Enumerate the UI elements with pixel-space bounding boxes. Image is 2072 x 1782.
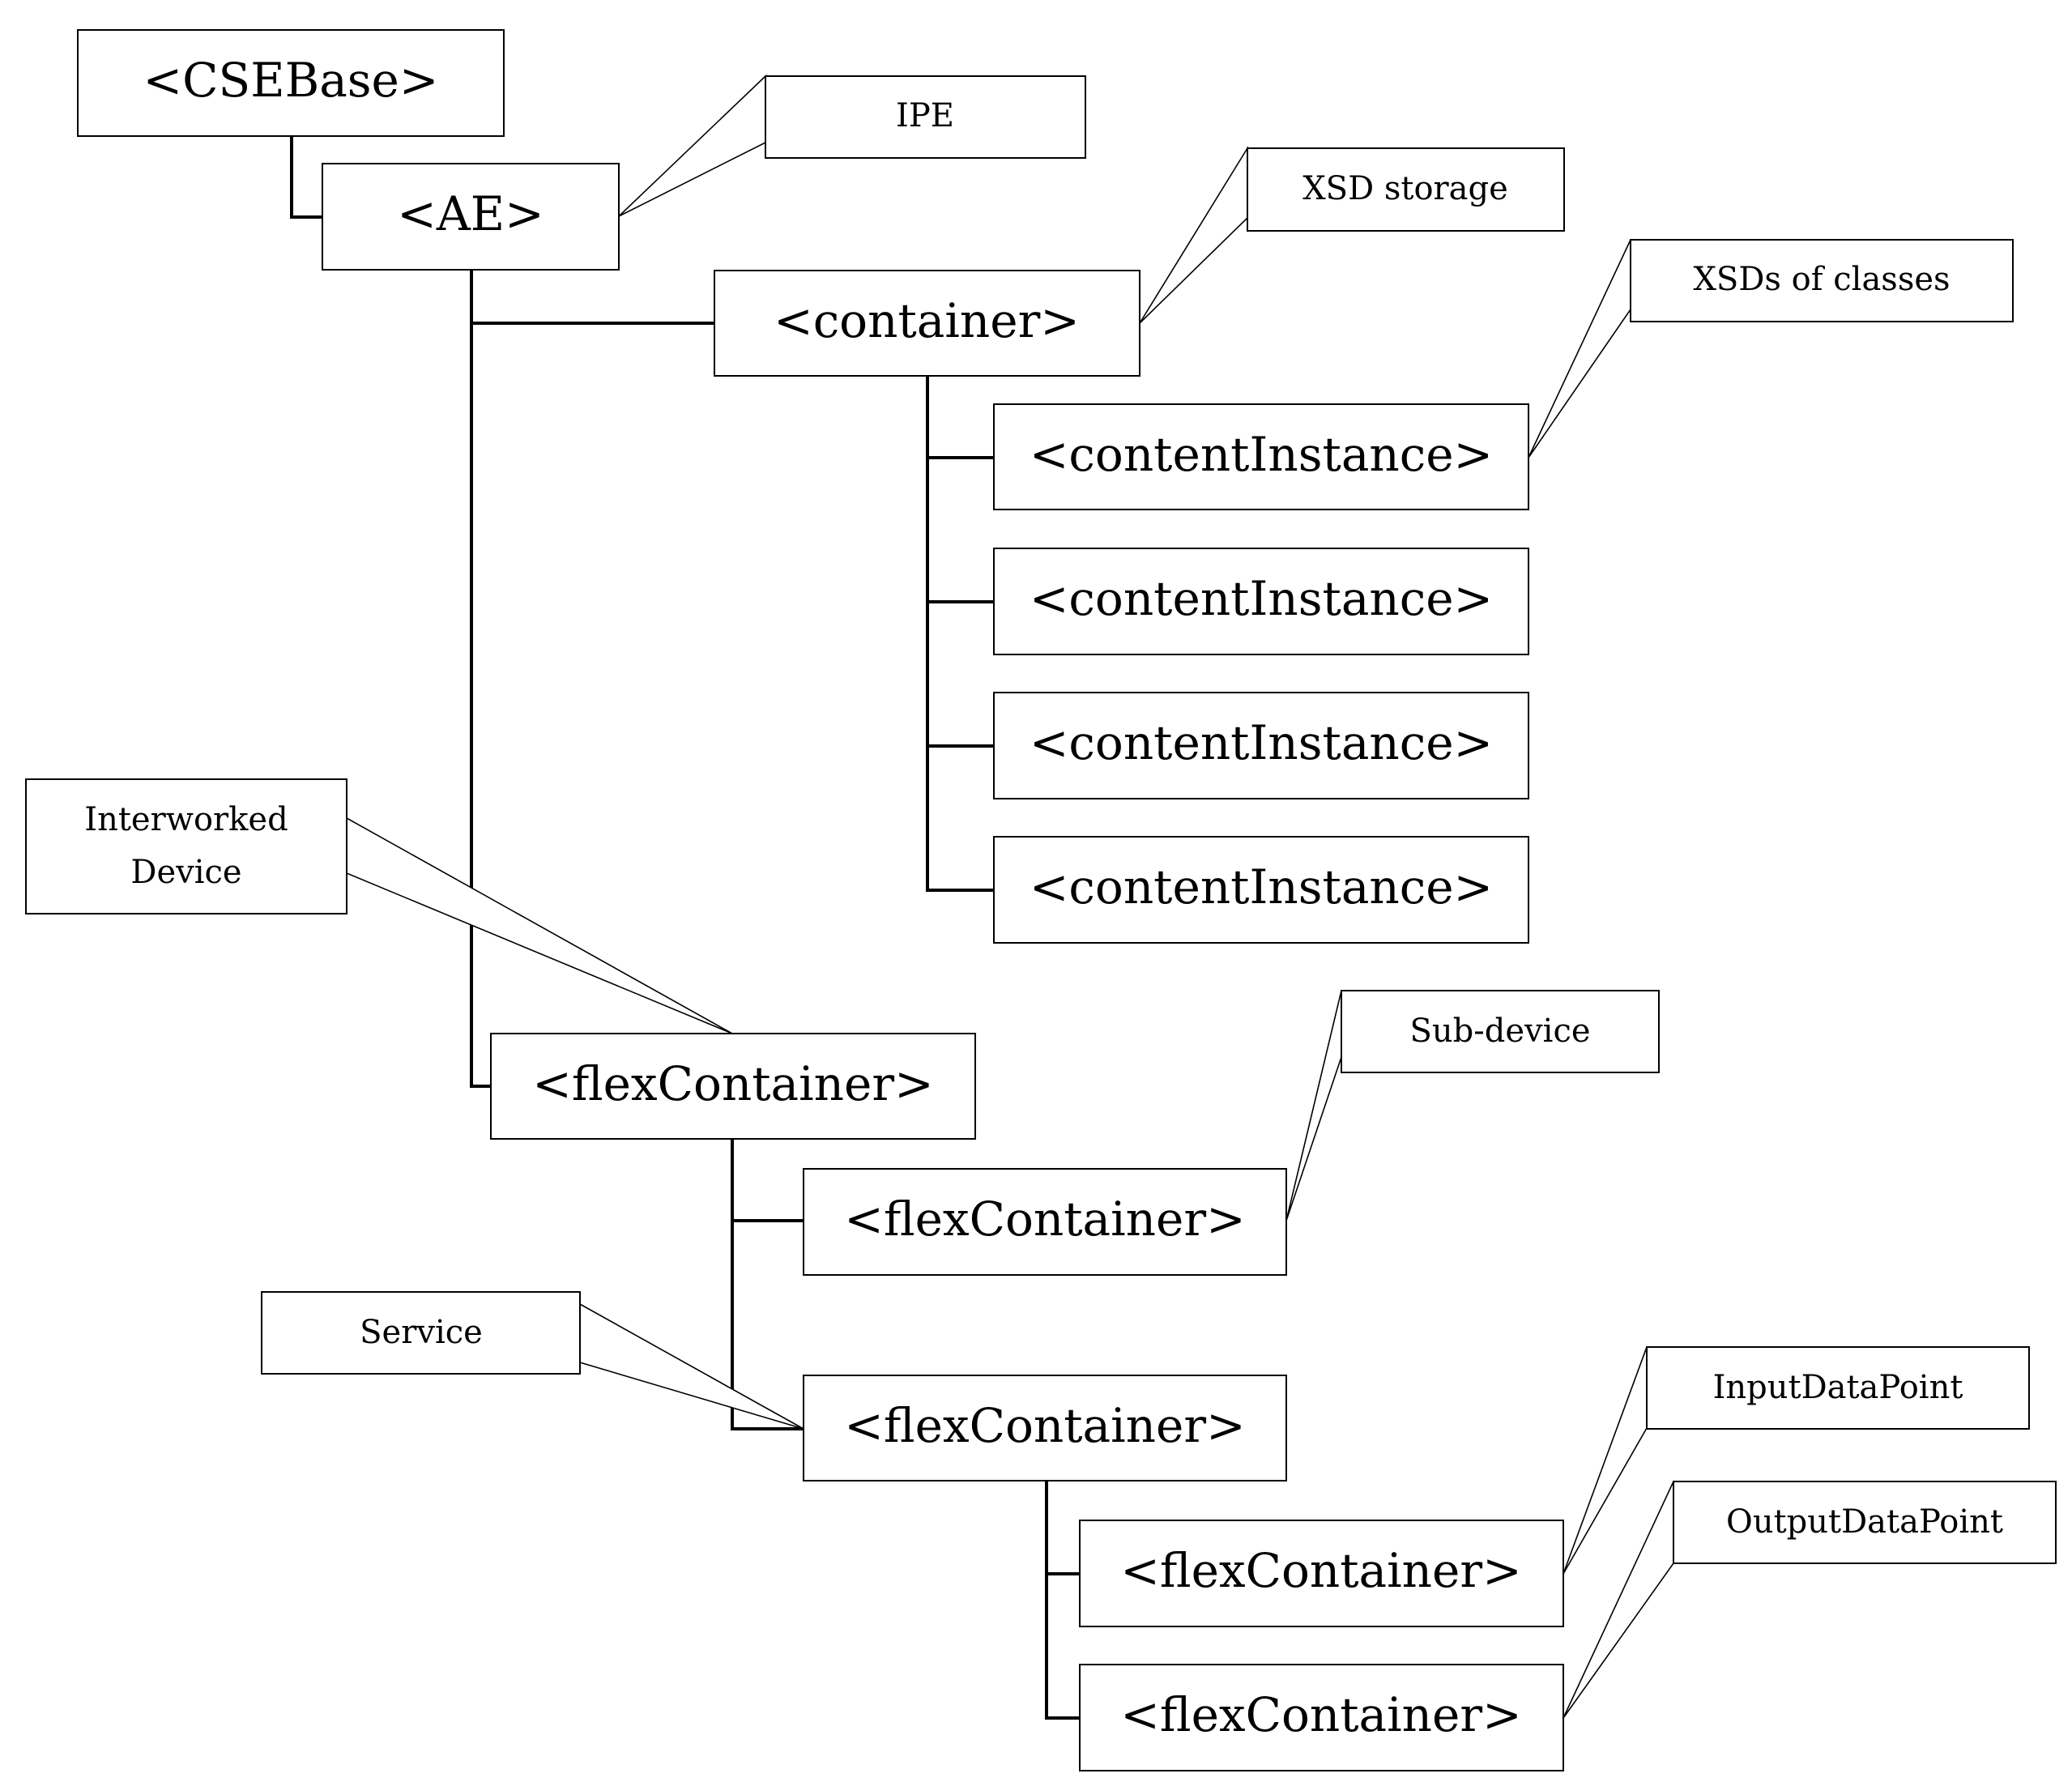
xsd-storage-pointer xyxy=(1139,146,1248,324)
callout-xsds-of-classes-text: XSDs of classes xyxy=(1693,261,1950,298)
callout-sub-device: Sub-device xyxy=(1341,990,1660,1073)
input-data-point-pointer xyxy=(1563,1346,1648,1575)
node-flex-container-input: <flexContainer> xyxy=(1079,1520,1564,1627)
node-content-instance-2-label: <contentInstance> xyxy=(1030,571,1493,626)
callout-interworked-device: Interworked Device xyxy=(25,778,347,914)
node-content-instance-3-label: <contentInstance> xyxy=(1030,715,1493,770)
node-cse-base: <CSEBase> xyxy=(77,29,505,137)
node-flex-container-output: <flexContainer> xyxy=(1079,1664,1564,1771)
node-content-instance-4: <contentInstance> xyxy=(993,836,1529,944)
connector-flex-trunk xyxy=(731,1139,804,1430)
callout-service: Service xyxy=(261,1291,581,1375)
node-flex-container-subdevice-label: <flexContainer> xyxy=(844,1192,1245,1247)
node-content-instance-1-label: <contentInstance> xyxy=(1030,427,1493,482)
callout-ipe-text: IPE xyxy=(896,97,954,134)
node-content-instance-4-label: <contentInstance> xyxy=(1030,859,1493,914)
ipe-pointer xyxy=(618,75,766,217)
callout-interworked-device-line1: Interworked xyxy=(84,801,288,838)
sub-device-pointer xyxy=(1285,990,1342,1221)
callout-output-data-point: OutputDataPoint xyxy=(1673,1481,2057,1564)
node-ae: <AE> xyxy=(322,163,620,271)
node-container: <container> xyxy=(714,270,1140,377)
node-cse-base-label: <CSEBase> xyxy=(143,53,439,108)
xsds-of-classes-pointer xyxy=(1528,239,1631,458)
connector-csebase-ae xyxy=(290,136,322,219)
connector-service-trunk xyxy=(1045,1481,1080,1720)
callout-ipe: IPE xyxy=(765,75,1086,159)
service-pointer xyxy=(579,1302,804,1430)
connector-container-trunk xyxy=(926,376,994,892)
output-data-point-pointer xyxy=(1563,1481,1674,1719)
node-flex-container-input-label: <flexContainer> xyxy=(1120,1543,1521,1598)
node-content-instance-1: <contentInstance> xyxy=(993,403,1529,510)
callout-xsd-storage-text: XSD storage xyxy=(1302,170,1508,207)
node-flex-container-output-label: <flexContainer> xyxy=(1120,1687,1521,1742)
callout-sub-device-text: Sub-device xyxy=(1409,1013,1590,1050)
node-flex-container-service-label: <flexContainer> xyxy=(844,1398,1245,1453)
callout-input-data-point-text: InputDataPoint xyxy=(1713,1369,1963,1406)
node-content-instance-3: <contentInstance> xyxy=(993,692,1529,799)
node-flex-container-service: <flexContainer> xyxy=(803,1375,1287,1481)
node-flex-container-subdevice: <flexContainer> xyxy=(803,1168,1287,1276)
node-flex-container-device: <flexContainer> xyxy=(490,1033,976,1140)
callout-xsd-storage: XSD storage xyxy=(1247,147,1565,232)
connector-ae-trunk xyxy=(470,270,491,1088)
node-ae-label: <AE> xyxy=(397,186,544,241)
callout-input-data-point: InputDataPoint xyxy=(1646,1346,2030,1430)
tree-connectors xyxy=(290,136,1080,1720)
node-flex-container-device-label: <flexContainer> xyxy=(532,1056,933,1111)
node-container-label: <container> xyxy=(774,293,1080,348)
callout-xsds-of-classes: XSDs of classes xyxy=(1630,239,2014,322)
callout-interworked-device-line2: Device xyxy=(130,854,241,891)
interworked-device-pointer xyxy=(346,816,733,1034)
callout-output-data-point-text: OutputDataPoint xyxy=(1726,1503,2003,1541)
node-content-instance-2: <contentInstance> xyxy=(993,548,1529,655)
callout-service-text: Service xyxy=(360,1314,483,1351)
